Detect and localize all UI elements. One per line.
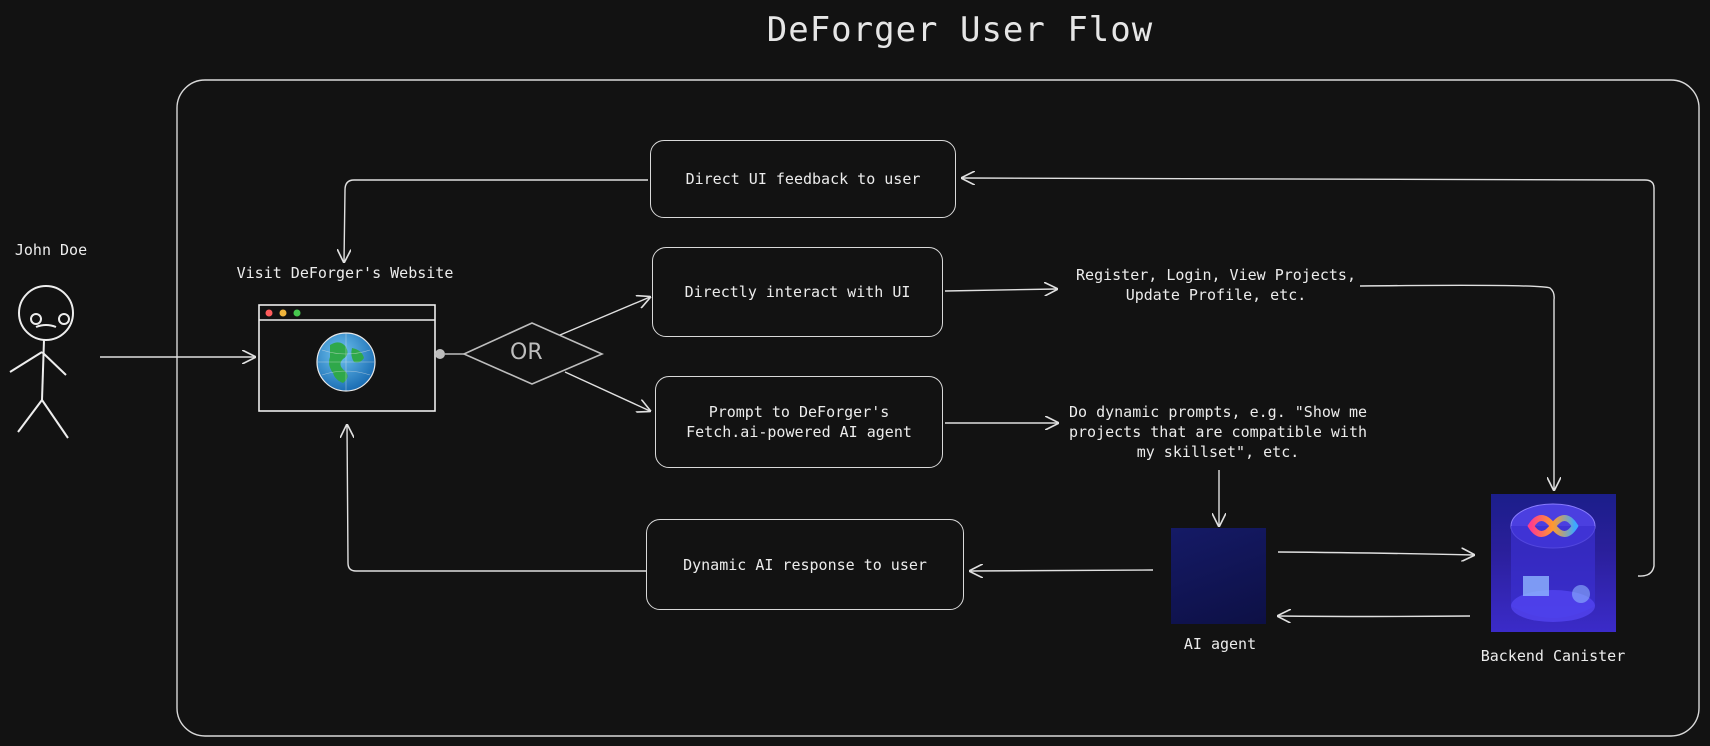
system-boundary: [176, 79, 1700, 737]
decision-diamond: [435, 322, 605, 385]
prompts-note: Do dynamic prompts, e.g. "Show me projec…: [1060, 402, 1376, 462]
website-label: Visit DeForger's Website: [236, 264, 454, 282]
ai-agent-label: AI agent: [1183, 635, 1257, 653]
direct-feedback-box: Direct UI feedback to user: [650, 140, 956, 218]
prompts-line-1: Do dynamic prompts, e.g. "Show me: [1068, 403, 1367, 421]
backend-label: Backend Canister: [1480, 647, 1626, 665]
stick-figure-icon: [9, 285, 74, 439]
canister-artwork: [1510, 503, 1596, 622]
prompts-line-3: my skillset", etc.: [1136, 443, 1300, 461]
prompts-line-2: projects that are compatible with: [1068, 423, 1367, 441]
actor-label: John Doe: [14, 241, 88, 259]
ui-actions-note: Register, Login, View Projects, Update P…: [1060, 265, 1372, 305]
flow-arrows: [100, 178, 1655, 617]
decision-label: OR: [510, 340, 543, 365]
browser-globe-icon: [258, 304, 436, 412]
page-title: DeForger User Flow: [766, 10, 1154, 50]
dynamic-response-box: Dynamic AI response to user: [646, 519, 964, 610]
fetch-ai-agent-icon: [1171, 528, 1266, 624]
icp-canister-icon: [1491, 494, 1616, 632]
direct-interact-box: Directly interact with UI: [652, 247, 943, 337]
ui-actions-line-1: Register, Login, View Projects,: [1076, 266, 1356, 284]
ui-actions-line-2: Update Profile, etc.: [1125, 286, 1307, 304]
prompt-agent-box: Prompt to DeForger's Fetch.ai-powered AI…: [655, 376, 943, 468]
